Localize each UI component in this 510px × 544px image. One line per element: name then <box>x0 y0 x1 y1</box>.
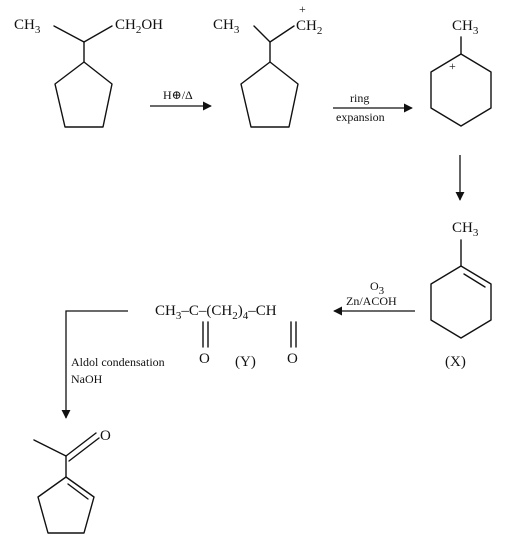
cyclohexene-double-bond <box>463 273 486 288</box>
cyclopentane-ring <box>54 61 113 128</box>
step4-arrow-group: O3 Zn/ACOH <box>333 279 415 316</box>
step4-reagent-bottom: Zn/ACOH <box>346 294 397 308</box>
product-carbonyl-bond-b <box>68 437 100 462</box>
step5-reagent-bottom: NaOH <box>71 372 103 386</box>
cation-backbone-bond <box>253 25 295 43</box>
x-ch3-label: CH3 <box>452 220 479 239</box>
expanded-charge: + <box>449 59 456 73</box>
tertiary-carbocation: CH3 + <box>430 18 492 127</box>
step1-reagent: H⊕/Δ <box>163 88 193 102</box>
step5-arrow-group: Aldol condensation NaOH <box>61 310 165 419</box>
product-oxygen: O <box>100 428 111 444</box>
start-ch2oh-label: CH2OH <box>115 17 163 36</box>
step2-arrow-group: ring expansion <box>333 91 413 124</box>
cyclopentene-double-bond <box>67 483 89 500</box>
product-carbonyl-bond-a <box>65 432 97 457</box>
cation-ch3-label: CH3 <box>213 17 240 36</box>
x-label: (X) <box>445 354 466 370</box>
step5-arrow <box>61 310 128 419</box>
product-methyl-bond <box>33 439 67 457</box>
starting-alcohol: CH3 CH2OH <box>14 17 163 128</box>
cyclohexene-ring <box>430 265 492 339</box>
y-ketone-oxygen: O <box>199 351 210 367</box>
alkene-x: CH3 (X) <box>430 220 492 370</box>
y-label: (Y) <box>235 354 256 370</box>
primary-carbocation: CH3 CH2 + <box>213 2 322 128</box>
expanded-ch3-label: CH3 <box>452 18 479 37</box>
y-aldehyde-oxygen: O <box>287 351 298 367</box>
step5-reagent-top: Aldol condensation <box>71 355 165 369</box>
step2-reagent-bottom: expansion <box>336 110 385 124</box>
cation-ch2-label: CH2 <box>296 18 322 37</box>
ketoaldehyde-y: CH3–C–(CH2)4–CH O O (Y) <box>155 303 298 370</box>
final-product: O <box>33 428 111 534</box>
start-backbone-bond <box>53 25 113 43</box>
step2-reagent-top: ring <box>350 91 369 105</box>
y-formula: CH3–C–(CH2)4–CH <box>155 303 277 322</box>
cation-charge: + <box>299 2 306 16</box>
cyclohexane-ring <box>430 53 492 127</box>
start-ch3-label: CH3 <box>14 17 41 36</box>
cation-cyclopentane-ring <box>240 61 299 128</box>
step1-arrow-group: H⊕/Δ <box>150 88 212 111</box>
cyclopentene-ring <box>37 476 95 534</box>
